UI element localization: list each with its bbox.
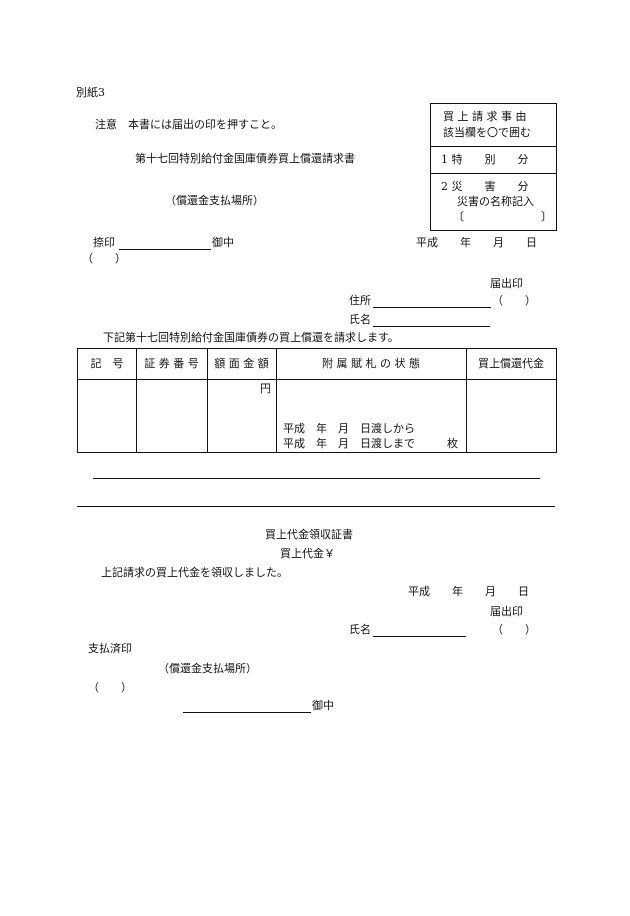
- receipt-statement: 上記請求の買上代金を領収しました。: [101, 566, 288, 579]
- reason-header-line2: 該当欄を〇で囲む: [443, 126, 531, 139]
- coupon-count-unit: 枚: [447, 437, 458, 450]
- paren-blank: （ ）: [82, 252, 126, 265]
- cell-symbol[interactable]: [78, 380, 136, 452]
- header-face-value: 額 面 金 額: [214, 357, 269, 370]
- disaster-name-note: 災害の名称記入: [457, 195, 534, 208]
- reason-item1-label: 1 特 別 分: [441, 153, 529, 166]
- reason-item-special[interactable]: 1 特 別 分: [431, 147, 556, 174]
- request-date[interactable]: 平成 年 月 日: [416, 236, 537, 249]
- col-divider: [136, 349, 137, 452]
- header-redemption-amount: 買上償還代金: [478, 357, 544, 370]
- coupon-to: 平成 年 月 日渡しまで: [283, 437, 415, 450]
- receipt-paren: （ ）: [88, 681, 132, 694]
- receipt-seal-paren: （ ）: [492, 623, 536, 636]
- receipt-onchu: 御中: [312, 699, 334, 712]
- todokede-seal-label: 届出印: [490, 277, 523, 290]
- col-divider: [466, 349, 467, 452]
- form-id: 別紙3: [76, 86, 105, 99]
- yen-unit: 円: [260, 382, 271, 395]
- payment-place-line[interactable]: [119, 249, 211, 250]
- separator-line: [93, 478, 540, 479]
- col-divider: [207, 349, 208, 452]
- cell-coupon-status[interactable]: 平成 年 月 日渡しから 平成 年 月 日渡しまで 枚: [277, 380, 466, 452]
- form-title: 第十七回特別給付金国庫債券買上償還請求書: [135, 152, 355, 165]
- receipt-place-line[interactable]: [183, 712, 311, 713]
- name-label: 氏名: [349, 313, 371, 326]
- header-symbol: 記 号: [90, 357, 124, 370]
- cell-face-value[interactable]: 円: [208, 380, 276, 452]
- onchu-label: 御中: [212, 236, 234, 249]
- address-paren: （ ）: [492, 294, 536, 307]
- seal-label: 捺印: [93, 236, 115, 249]
- reason-header-line1: 買 上 請 求 事 由: [443, 110, 527, 123]
- header-coupon-status: 附 属 賦 札 の 状 態: [322, 357, 420, 370]
- name-field[interactable]: [373, 326, 490, 327]
- receipt-date[interactable]: 平成 年 月 日: [408, 585, 529, 598]
- request-statement: 下記第十七回特別給付金国庫債券の買上償還を請求します。: [103, 331, 399, 344]
- payment-place: （償還金支払場所）: [165, 194, 264, 207]
- receipt-name-label: 氏名: [349, 623, 371, 636]
- purchase-reason-box: 買 上 請 求 事 由 該当欄を〇で囲む 1 特 別 分 2 災 害 分 災害の…: [430, 103, 557, 231]
- table-header-divider: [78, 379, 556, 380]
- col-divider: [276, 349, 277, 452]
- receipt-payment-place: （償還金支払場所）: [158, 662, 257, 675]
- cut-line: [77, 506, 555, 507]
- bond-table: 記 号 証 券 番 号 額 面 金 額 附 属 賦 札 の 状 態 買上償還代金…: [77, 348, 557, 453]
- receipt-title: 買上代金領収証書: [265, 528, 353, 541]
- cell-redemption-amount[interactable]: [467, 380, 556, 452]
- disaster-name-bracket[interactable]: 〔 〕: [453, 210, 552, 223]
- address-label: 住所: [349, 294, 371, 307]
- coupon-from: 平成 年 月 日渡しから: [283, 422, 415, 435]
- address-field[interactable]: [373, 307, 491, 308]
- header-serial-number: 証 券 番 号: [144, 357, 199, 370]
- cell-serial-number[interactable]: [137, 380, 207, 452]
- paid-seal-label: 支払済印: [88, 642, 132, 655]
- receipt-amount[interactable]: 買上代金￥: [280, 547, 335, 560]
- reason-item-disaster[interactable]: 2 災 害 分 災害の名称記入 〔 〕: [431, 174, 556, 230]
- notice-text: 注意 本書には届出の印を押すこと。: [95, 118, 282, 131]
- reason-item2-label: 2 災 害 分: [441, 180, 529, 193]
- receipt-name-field[interactable]: [373, 636, 466, 637]
- receipt-seal-label: 届出印: [490, 605, 523, 618]
- reason-box-header: 買 上 請 求 事 由 該当欄を〇で囲む: [431, 104, 556, 147]
